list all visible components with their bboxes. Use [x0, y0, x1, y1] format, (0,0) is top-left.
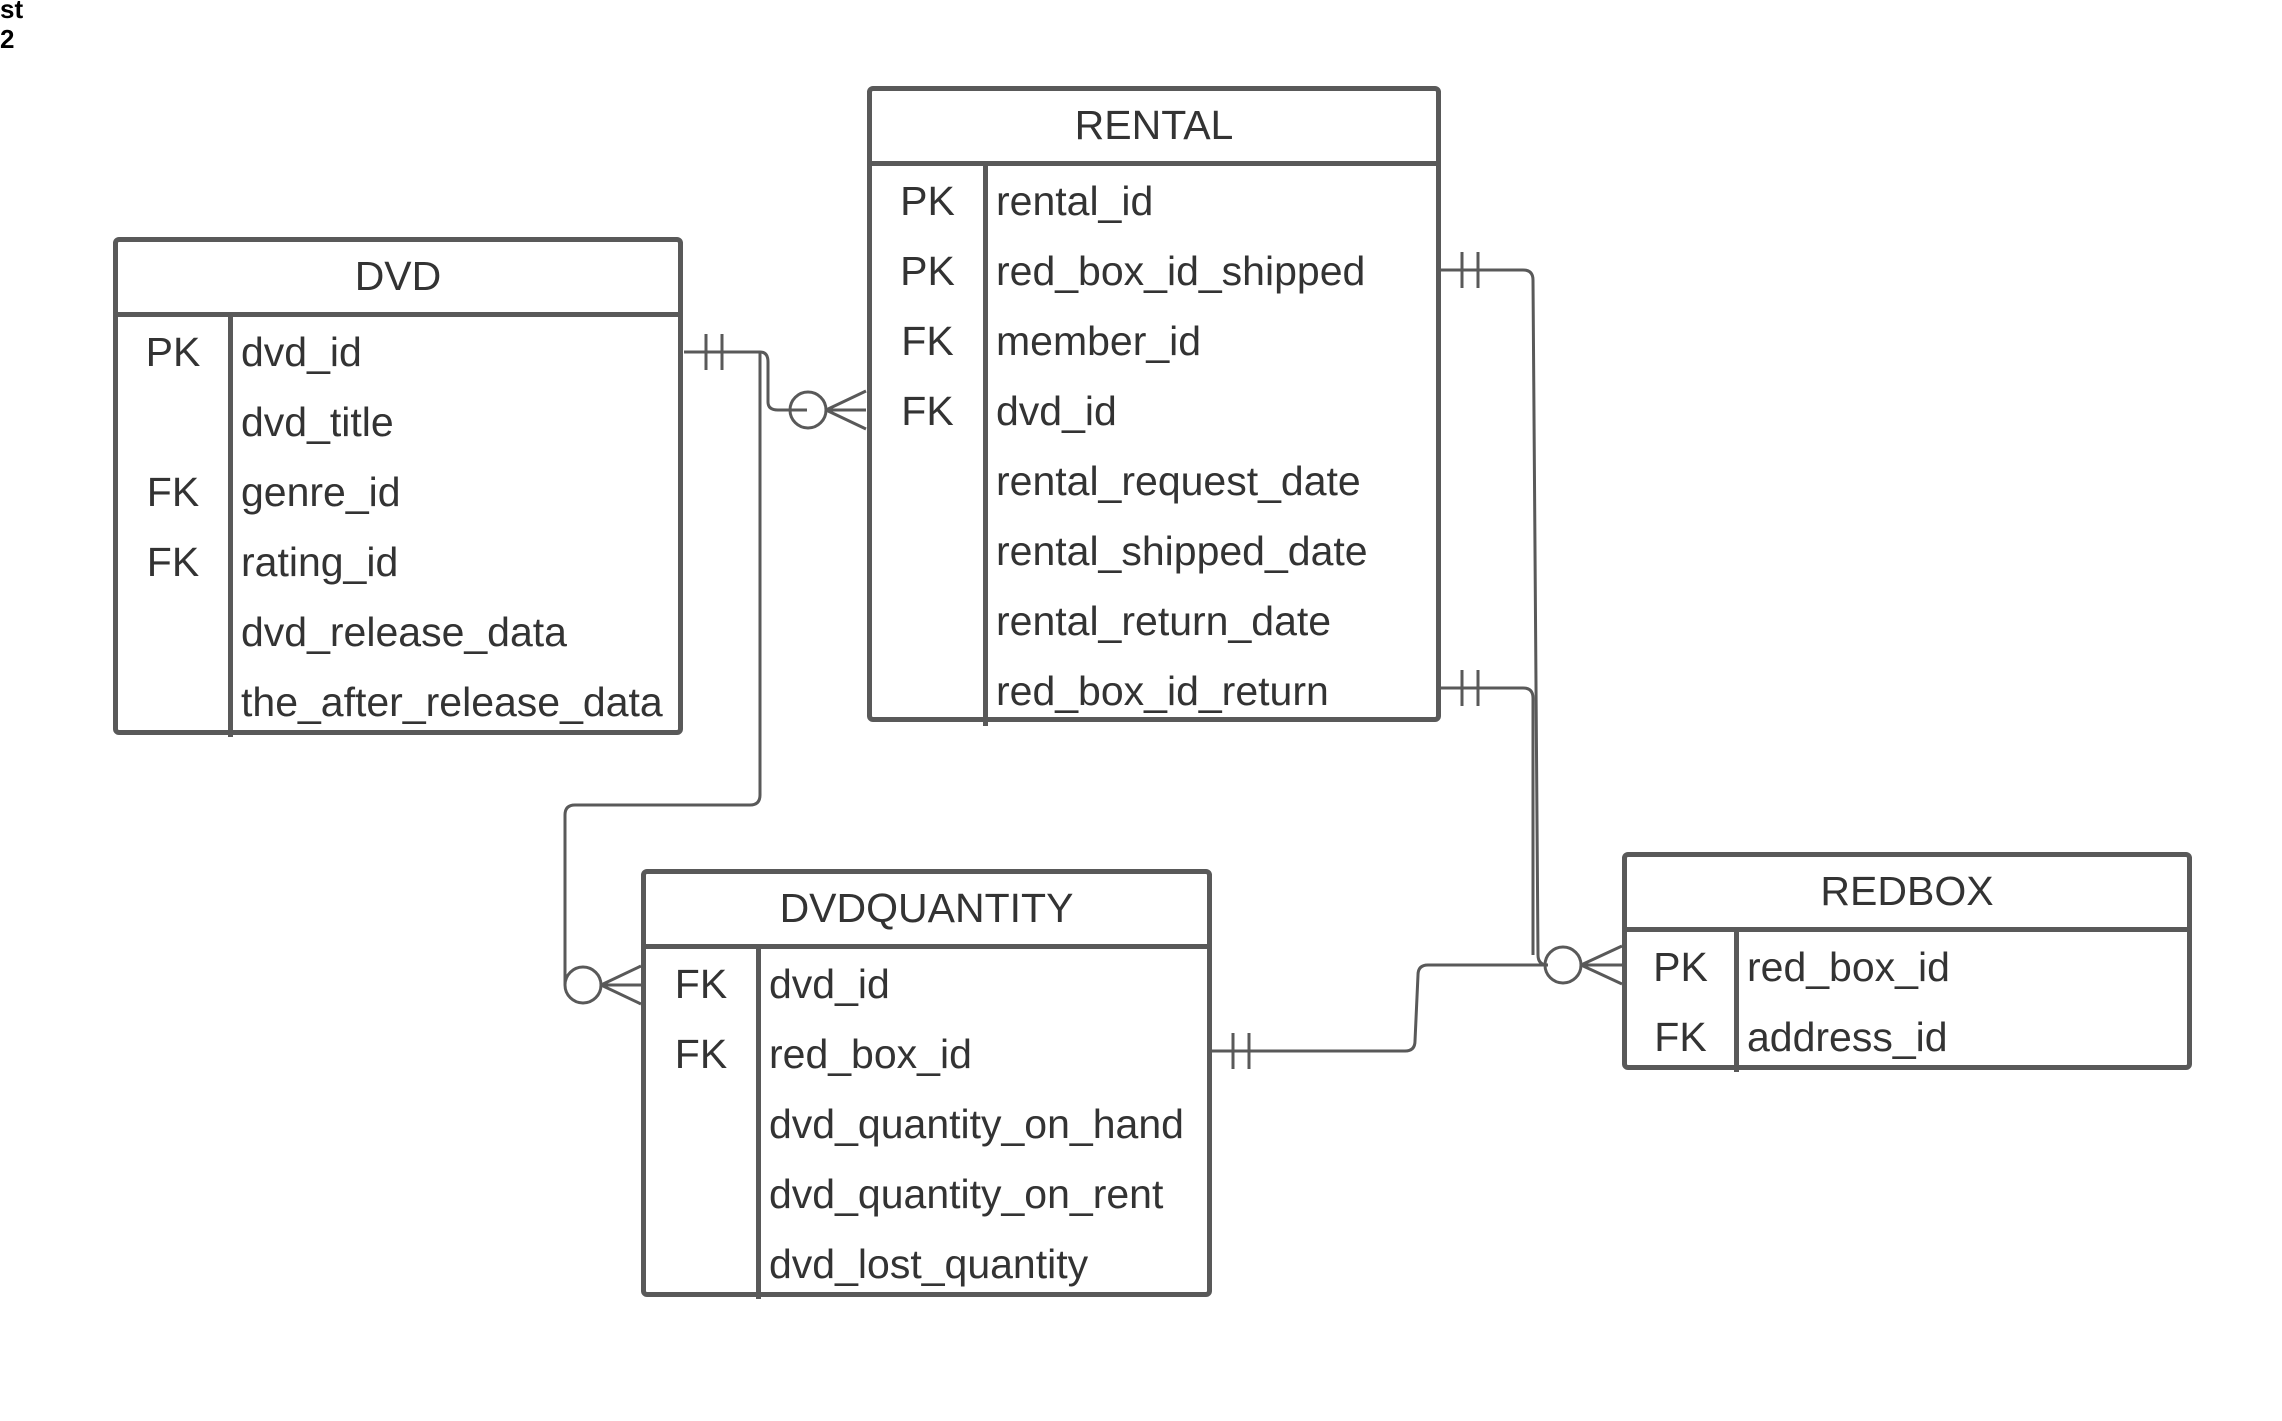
- field-name: dvd_release_data: [241, 609, 567, 655]
- entity-dvd-row: PK dvd_id: [118, 317, 678, 387]
- field-name: red_box_id: [769, 1031, 972, 1077]
- entity-rental-row: rental_return_date: [872, 586, 1436, 656]
- field-name: rental_shipped_date: [996, 528, 1368, 574]
- entity-rental-row: red_box_id_return: [872, 656, 1436, 726]
- zero-marker-redbox: [1543, 945, 1583, 985]
- crow-foot-rental-dvd: [825, 389, 867, 431]
- entity-redbox-row: PK red_box_id: [1627, 932, 2187, 1002]
- entity-dvd-body: PK dvd_id dvd_title FK genre_id FK rating_i…: [118, 317, 678, 737]
- entity-rental-body: PK rental_id PK red_box_id_shipped FK membe…: [872, 166, 1436, 726]
- corner-label-line-2: 2: [0, 24, 15, 54]
- entity-dvdquantity-row: dvd_quantity_on_rent: [646, 1159, 1207, 1229]
- entity-rental-divider: [983, 166, 988, 726]
- crow-foot-dvdquantity-dvd: [600, 964, 642, 1006]
- key-badge: PK: [145, 329, 201, 375]
- field-name: rental_id: [996, 178, 1154, 224]
- field-name: address_id: [1747, 1014, 1948, 1060]
- connector-dvdquantity-redbox: [1212, 963, 1545, 1053]
- entity-rental[interactable]: RENTAL PK rental_id PK red_box_id_shipped …: [867, 86, 1441, 726]
- connector-dvd-rental: [684, 350, 807, 412]
- zero-marker-dvdquantity-dvd: [563, 965, 603, 1005]
- entity-redbox-body: PK red_box_id FK address_id: [1627, 932, 2187, 1072]
- crow-foot-redbox: [1580, 944, 1623, 986]
- entity-dvdquantity-row: dvd_quantity_on_hand: [646, 1089, 1207, 1159]
- entity-dvd-row: dvd_release_data: [118, 597, 678, 667]
- field-name: dvd_id: [241, 329, 362, 375]
- entity-dvdquantity-row: dvd_lost_quantity: [646, 1229, 1207, 1299]
- field-name: red_box_id_shipped: [996, 248, 1366, 294]
- entity-dvdquantity-title: DVDQUANTITY: [646, 874, 1207, 949]
- entity-dvdquantity-divider: [756, 949, 761, 1299]
- entity-rental-row: PK red_box_id_shipped: [872, 236, 1436, 306]
- entity-dvdquantity-row: FK red_box_id: [646, 1019, 1207, 1089]
- entity-rental-row: rental_request_date: [872, 446, 1436, 516]
- key-badge: PK: [900, 178, 955, 224]
- entity-dvd-divider: [228, 317, 233, 737]
- key-badge: FK: [901, 318, 954, 364]
- entity-rental-row: rental_shipped_date: [872, 516, 1436, 586]
- entity-dvdquantity-row: FK dvd_id: [646, 949, 1207, 1019]
- field-name: dvd_quantity_on_hand: [769, 1101, 1184, 1147]
- entity-dvd-row: FK rating_id: [118, 527, 678, 597]
- key-badge: FK: [674, 961, 728, 1007]
- entity-redbox-row: FK address_id: [1627, 1002, 2187, 1072]
- field-name: the_after_release_data: [241, 679, 663, 725]
- entity-dvd-row: the_after_release_data: [118, 667, 678, 737]
- entity-redbox[interactable]: REDBOX PK red_box_id FK address_id: [1622, 852, 2192, 1072]
- field-name: dvd_title: [241, 399, 394, 445]
- entity-rental-row: PK rental_id: [872, 166, 1436, 236]
- field-name: dvd_id: [996, 388, 1117, 434]
- field-name: red_box_id: [1747, 944, 1950, 990]
- corner-label: st 2: [0, 0, 23, 54]
- field-name: dvd_lost_quantity: [769, 1241, 1089, 1287]
- entity-dvdquantity-body: FK dvd_id FK red_box_id dvd_quantity_on_ha…: [646, 949, 1207, 1299]
- entity-rental-row: FK dvd_id: [872, 376, 1436, 446]
- field-name: rating_id: [241, 539, 399, 585]
- entity-redbox-divider: [1734, 932, 1739, 1072]
- field-name: dvd_id: [769, 961, 890, 1007]
- entity-dvd-row: FK genre_id: [118, 457, 678, 527]
- corner-label-line-1: st: [0, 0, 24, 24]
- entity-redbox-title: REDBOX: [1627, 857, 2187, 932]
- connector-rental-return-redbox: [1441, 686, 1535, 955]
- key-badge: FK: [146, 469, 200, 515]
- field-name: dvd_quantity_on_rent: [769, 1171, 1164, 1217]
- field-name: member_id: [996, 318, 1202, 364]
- entity-rental-title: RENTAL: [872, 91, 1436, 166]
- entity-dvd-title: DVD: [118, 242, 678, 317]
- key-badge: FK: [1654, 1014, 1707, 1060]
- entity-dvdquantity[interactable]: DVDQUANTITY FK dvd_id FK red_box_id dvd_qu…: [641, 869, 1212, 1299]
- key-badge: FK: [146, 539, 200, 585]
- entity-dvd[interactable]: DVD PK dvd_id dvd_title FK genre_id FK rati…: [113, 237, 683, 737]
- entity-dvd-row: dvd_title: [118, 387, 678, 457]
- key-badge: FK: [674, 1031, 728, 1077]
- field-name: rental_request_date: [996, 458, 1361, 504]
- entity-rental-row: FK member_id: [872, 306, 1436, 376]
- key-badge: FK: [901, 388, 954, 434]
- key-badge: PK: [900, 248, 955, 294]
- field-name: rental_return_date: [996, 598, 1332, 644]
- field-name: genre_id: [241, 469, 401, 515]
- key-badge: PK: [1653, 944, 1708, 990]
- field-name: red_box_id_return: [996, 668, 1329, 714]
- connector-dvd-dvdquantity: [563, 352, 762, 985]
